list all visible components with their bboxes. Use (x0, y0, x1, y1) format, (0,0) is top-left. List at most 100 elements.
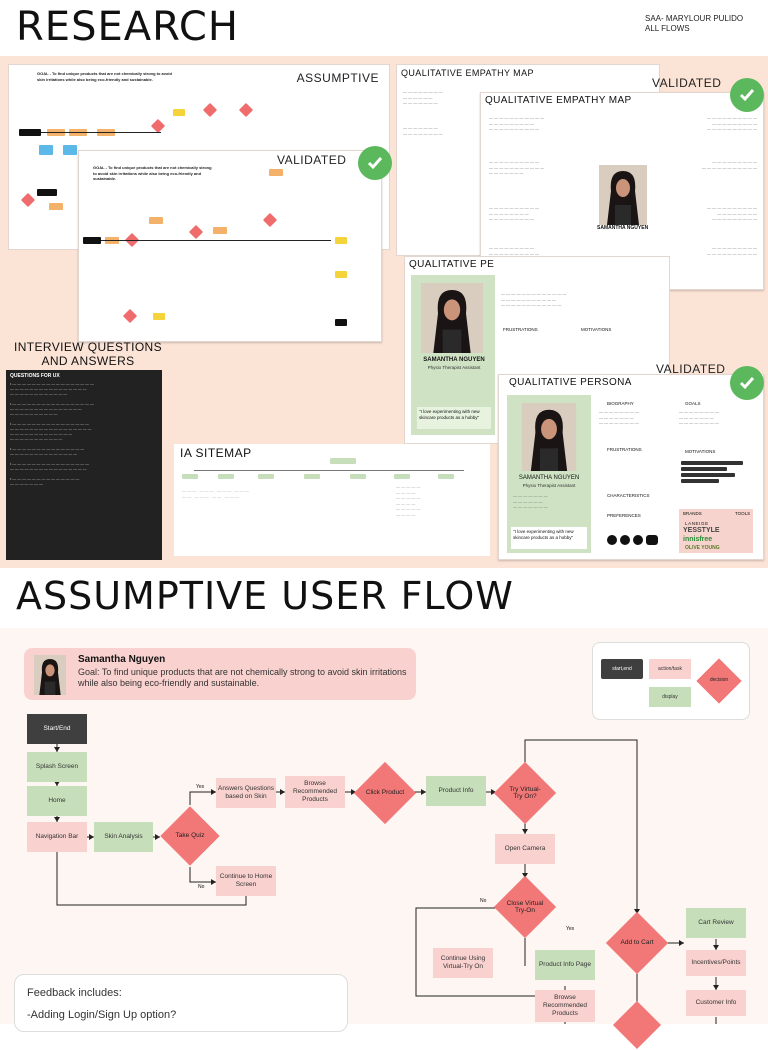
validated-flow-card: GOAL - To find unique products that are … (78, 150, 382, 342)
brand-innisfree: innisfree (683, 536, 713, 543)
feedback-card: Feedback includes: -Adding Login/Sign Up… (14, 974, 348, 1032)
flow-yes-label: Yes (196, 784, 205, 790)
persona-side-panel: SAMANTHA NGUYEN Physio Therapist Assista… (411, 275, 495, 435)
empathy-text-block: — — — — — — —— — — — — — — — (403, 125, 443, 136)
persona-goals-label: GOALS (685, 401, 701, 406)
persona-validated-label: VALIDATED (656, 362, 726, 376)
flow-incentives-points: Incentives/Points (686, 950, 746, 976)
flow-home: Home (27, 786, 87, 816)
goal-note: GOAL - To find unique products that are … (37, 71, 172, 82)
empathy-validated-label: VALIDATED (652, 76, 722, 90)
tiktok-icon (620, 535, 630, 545)
persona-biography-label: BIOGRAPHY (607, 401, 634, 406)
interview-title-line1: INTERVIEW QUESTIONS (13, 340, 163, 354)
persona-motivations-label: MOTIVATIONS (581, 327, 612, 332)
empathy-quadrant-text: — — — — — — — — — — —— — — — — — — — —— … (489, 115, 545, 131)
mini-node (213, 227, 227, 234)
sitemap-leaves: — — — — — — — — — — — —— — — — — — — — —… (182, 488, 249, 499)
persona-title-partial: QUALITATIVE PE (409, 259, 495, 270)
mini-node (335, 319, 347, 326)
interview-title: INTERVIEW QUESTIONS AND ANSWERS (8, 340, 168, 368)
interview-heading: QUESTIONS FOR UX (10, 373, 60, 379)
author-info: SAA- MARYLOUR PULIDO ALL FLOWS (645, 14, 743, 34)
flow-take-quiz-decision: Take Quiz (160, 806, 220, 866)
flow-no-label: No (198, 884, 205, 890)
flow-take-quiz-label: Take Quiz (175, 832, 205, 840)
mini-decision (20, 192, 36, 208)
social-icons (607, 535, 658, 545)
flow-product-info: Product Info (426, 776, 486, 806)
persona-name: SAMANTHA NGUYEN (423, 357, 485, 363)
persona-bio-text: — — — — — — — —— — — — — — —— — — — — — … (599, 409, 639, 425)
flow-cart-review: Cart Review (686, 908, 746, 938)
mini-decision (150, 118, 166, 134)
sitemap-connector (194, 470, 464, 471)
empathy-person-label: SAMANTHA NGUYEN (597, 225, 649, 231)
sitemap-branch: — — — — —— — — —— — — — —— — — —— — — — … (396, 484, 421, 517)
sitemap-title: IA SITEMAP (180, 446, 252, 460)
interview-title-line2: AND ANSWERS (41, 354, 135, 368)
flow-add-to-cart-decision: Add to Cart (605, 911, 669, 975)
goal-note-validated: GOAL - To find unique products that are … (93, 165, 212, 181)
persona-validated-icon (730, 366, 764, 400)
persona-quote-validated: "I love experimenting with new skincare … (511, 527, 587, 549)
sitemap-node (182, 474, 198, 479)
pinterest-icon (633, 535, 643, 545)
validated-label: VALIDATED (277, 153, 347, 167)
flow-title: ASSUMPTIVE USER FLOW (16, 574, 514, 618)
persona-stats: — — — — — — —— — — — — —— — — — — — — (513, 493, 548, 509)
persona-motivations-label-validated: MOTIVATIONS (685, 449, 716, 454)
persona-photo (599, 165, 647, 225)
persona-photo (421, 283, 483, 353)
sitemap-node (394, 474, 410, 479)
mini-decision (262, 212, 278, 228)
sitemap-node (304, 474, 320, 479)
mini-node (153, 313, 165, 320)
flow-skin-analysis: Skin Analysis (94, 822, 153, 852)
mini-node (335, 237, 347, 244)
motivation-bar (681, 473, 735, 477)
sitemap-node (258, 474, 274, 479)
mini-node (83, 237, 101, 244)
persona-frustrations-label: FRUSTRATIONS (503, 327, 538, 332)
brands-label: BRANDS (683, 511, 702, 516)
empathy-quadrant-text: — — — — — — — — —— — — — — — — — — — (489, 245, 540, 256)
persona-goals-text: — — — — — — — —— — — — — — —— — — — — — … (679, 409, 719, 425)
sitemap-node (438, 474, 454, 479)
interview-card: QUESTIONS FOR UX • — — — — — — — — — — —… (6, 370, 162, 560)
flow-persona-goal: Goal: To find unique products that are n… (78, 667, 407, 688)
mini-decision (202, 102, 218, 118)
motivation-bar (681, 479, 719, 483)
empathy-quadrant-text: — — — — — — — — —— — — — — — — — — — — (701, 159, 757, 170)
instagram-icon (607, 535, 617, 545)
flow-start-end: Start/End (27, 714, 87, 744)
persona-preferences-label: PREFERENCES (607, 513, 641, 518)
tools-label: TOOLS (735, 511, 751, 516)
persona-title: QUALITATIVE PERSONA (509, 377, 632, 388)
mini-node (149, 217, 163, 224)
persona-photo (519, 403, 579, 471)
legend-start-end: start,end (601, 659, 643, 679)
motivation-bar (681, 467, 727, 471)
flow-navigation-bar: Navigation Bar (27, 822, 87, 852)
empathy-title-validated: QUALITATIVE EMPATHY MAP (485, 95, 632, 106)
research-title: RESEARCH (16, 4, 239, 50)
empathy-text-block: — — — — — — — —— — — — — —— — — — — — — (403, 89, 443, 105)
interview-body: • — — — — — — — — — — — — — — — — —— — —… (10, 382, 94, 486)
persona-quote: "I love experimenting with new skincare … (417, 407, 491, 429)
flow-close-virtual-decision: Close Virtual Try-On (493, 875, 557, 939)
persona-name-validated: SAMANTHA NGUYEN (518, 475, 580, 481)
empathy-quadrant-text: — — — — — — — — — —— — — — — — — — — — —… (489, 159, 545, 175)
feedback-item: -Adding Login/Sign Up option? (27, 1009, 177, 1021)
assumptive-label: ASSUMPTIVE (296, 71, 379, 85)
mini-connector (101, 240, 331, 241)
empathy-quadrant-text: — — — — — — — — — —— — — — — — — — —— — … (706, 115, 757, 131)
empathy-quadrant-text: — — — — — — — — —— — — — — — — — — — (706, 245, 757, 256)
flow-persona-avatar (32, 655, 68, 695)
mini-node (37, 189, 57, 196)
mini-note (39, 145, 53, 155)
empathy-validated-icon (730, 78, 764, 112)
flow-add-to-cart-label: Add to Cart (620, 939, 654, 947)
mini-note (63, 145, 77, 155)
motivation-bars (681, 459, 751, 485)
